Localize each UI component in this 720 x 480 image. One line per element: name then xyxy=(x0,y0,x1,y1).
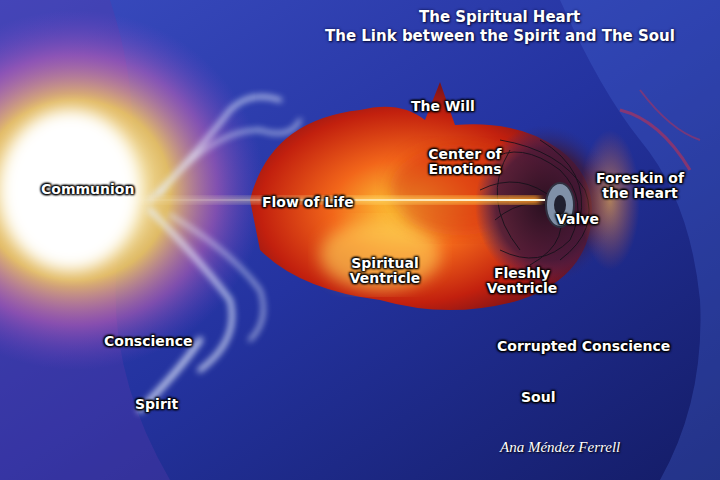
part-label: Soul xyxy=(521,390,555,405)
part-label: Spiritual Ventricle xyxy=(340,256,430,287)
part-label: Corrupted Conscience xyxy=(497,339,670,354)
part-label: Spirit xyxy=(135,397,178,412)
part-label: Valve xyxy=(556,212,599,227)
subtitle: The Link between the Spirit and The Soul xyxy=(325,28,675,45)
part-label: Communion xyxy=(41,182,134,197)
author-signature: Ana Méndez Ferrell xyxy=(500,439,620,456)
part-label: Conscience xyxy=(104,334,193,349)
diagram-title: The Spiritual Heart xyxy=(419,9,580,26)
part-label: Flow of Life xyxy=(262,195,354,210)
part-label: Fleshly Ventricle xyxy=(477,266,567,297)
part-label: Center of Emotions xyxy=(420,147,510,178)
part-label: The Will xyxy=(411,99,475,114)
part-label: Foreskin of the Heart xyxy=(590,171,690,202)
